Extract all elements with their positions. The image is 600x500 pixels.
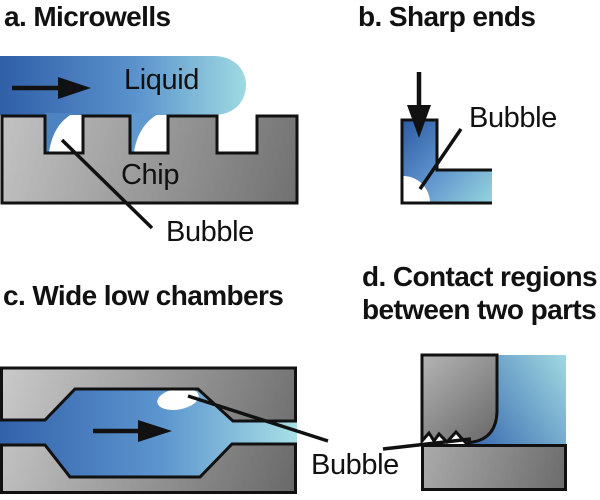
corner-bubble xyxy=(402,176,430,203)
bubble-label-b: Bubble xyxy=(469,102,557,134)
panel-d-title-line2: between two parts xyxy=(362,294,597,325)
liquid-meniscus-well2 xyxy=(130,113,160,152)
flow-arrow-right-head-icon-c xyxy=(138,420,172,442)
panel-c-wide-low-chambers xyxy=(0,366,329,494)
bubble-pointer-line-d xyxy=(382,437,472,451)
panel-d-title-line1: d. Contact regions xyxy=(362,261,598,292)
upper-part-with-rough-contact xyxy=(420,353,499,445)
panel-c-title: c. Wide low chambers xyxy=(3,280,284,311)
bubble-pointer-line-b xyxy=(418,128,463,190)
chamber-wall-bottom xyxy=(0,442,297,479)
base-plate xyxy=(421,444,567,491)
chip-with-microwells xyxy=(0,114,299,205)
panel-d-contact-regions xyxy=(382,353,567,491)
bubble-label-shared: Bubble xyxy=(311,449,399,481)
panel-a-microwells xyxy=(0,56,299,230)
chip-label: Chip xyxy=(121,159,180,191)
flow-arrow-right-head-icon xyxy=(58,77,91,99)
panel-a-title: a. Microwells xyxy=(4,1,171,32)
flow-arrow-down-head-icon xyxy=(407,105,431,138)
panel-b-sharp-ends xyxy=(400,72,492,205)
bubble-pointer-line-a xyxy=(60,138,154,230)
liquid-stream-shape xyxy=(0,56,246,115)
panel-b-title: b. Sharp ends xyxy=(358,1,536,32)
chamber-wall-top xyxy=(0,387,297,423)
liquid-meniscus-well1 xyxy=(45,113,74,152)
chamber-bubble xyxy=(157,388,199,410)
bubble-pointer-line-c xyxy=(187,394,329,443)
panel-d-title: d. Contact regions between two parts xyxy=(362,260,598,326)
liquid-label: Liquid xyxy=(124,64,199,96)
bubble-label-a: Bubble xyxy=(166,216,254,248)
